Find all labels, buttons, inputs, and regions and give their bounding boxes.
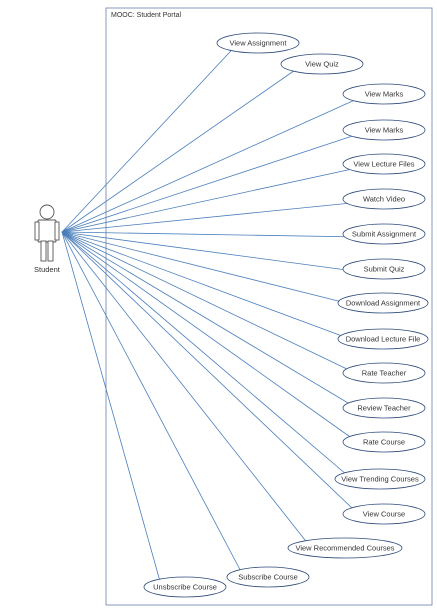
system-boundary [105, 7, 433, 606]
use-case-label: Unsbscribe Course [153, 583, 217, 592]
associations [61, 45, 362, 591]
use-case-ellipse [342, 503, 426, 525]
association-line-unsubscribe-course [61, 231, 163, 591]
use-case-label: View Lecture Files [353, 160, 414, 169]
use-case-view-course[interactable]: View Course [342, 503, 426, 525]
association-line-download-lecture-file [61, 231, 359, 343]
use-case-label: View Assignment [230, 39, 288, 48]
use-case-label: Submit Assignment [352, 230, 417, 239]
use-case-rate-teacher[interactable]: Rate Teacher [342, 362, 426, 384]
association-line-watch-video [61, 201, 362, 233]
association-line-view-quiz [61, 66, 300, 233]
use-case-label: View Recommended Courses [295, 544, 394, 553]
association-line-download-assignment [61, 231, 359, 307]
use-case-view-assignment[interactable]: View Assignment [216, 32, 300, 54]
actor-student[interactable]: Student [34, 204, 61, 274]
use-case-label: View Course [363, 510, 405, 519]
association-line-view-course [61, 231, 362, 518]
use-case-ellipse [334, 468, 426, 490]
use-case-ellipse [342, 83, 426, 105]
use-case-ellipse [342, 431, 426, 453]
use-case-ellipse [342, 153, 426, 175]
use-case-ellipse [287, 537, 403, 559]
use-case-unsubscribe-course[interactable]: Unsbscribe Course [143, 576, 227, 598]
use-case-label: Subscribe Course [238, 573, 298, 582]
use-case-ellipse [226, 566, 310, 588]
association-line-view-lecture-files [61, 166, 362, 233]
use-case-label: Download Assignment [346, 299, 421, 308]
association-line-view-marks-1 [61, 96, 362, 233]
actor-label: Student [34, 265, 61, 274]
use-case-view-marks-1[interactable]: View Marks [342, 83, 426, 105]
use-case-submit-quiz[interactable]: Submit Quiz [342, 258, 426, 280]
use-case-label: Rate Course [363, 438, 405, 447]
use-case-view-recommended-courses[interactable]: View Recommended Courses [287, 537, 403, 559]
use-case-ellipse [143, 576, 227, 598]
association-line-subscribe-course [61, 231, 246, 581]
use-case-review-teacher[interactable]: Review Teacher [342, 397, 426, 419]
association-line-view-recommended-courses [61, 231, 314, 552]
use-case-ellipse [216, 32, 300, 54]
use-case-label: View Trending Courses [341, 475, 419, 484]
association-line-submit-quiz [61, 231, 362, 273]
use-case-view-trending-courses[interactable]: View Trending Courses [334, 468, 426, 490]
association-line-view-marks-2 [61, 132, 362, 233]
use-case-label: Download Lecture File [346, 335, 421, 344]
system-title: MOOC: Student Portal [111, 12, 181, 19]
stick-figure-actor-icon [34, 204, 60, 262]
use-case-view-lecture-files[interactable]: View Lecture Files [342, 153, 426, 175]
use-case-ellipse [337, 292, 429, 314]
use-case-ellipse [280, 53, 364, 75]
use-case-view-marks-2[interactable]: View Marks [342, 119, 426, 141]
use-case-subscribe-course[interactable]: Subscribe Course [226, 566, 310, 588]
use-case-label: Rate Teacher [362, 369, 407, 378]
use-case-rate-course[interactable]: Rate Course [342, 431, 426, 453]
use-case-download-assignment[interactable]: Download Assignment [337, 292, 429, 314]
association-line-rate-teacher [61, 231, 362, 377]
use-case-ellipse [342, 188, 426, 210]
association-line-submit-assignment [61, 231, 362, 238]
use-case-ellipse [342, 397, 426, 419]
use-case-view-quiz[interactable]: View Quiz [280, 53, 364, 75]
use-case-download-lecture-file[interactable]: Download Lecture File [337, 328, 429, 350]
use-case-label: View Marks [365, 126, 404, 135]
use-case-ellipse [337, 328, 429, 350]
use-case-submit-assignment[interactable]: Submit Assignment [342, 223, 426, 245]
use-case-label: View Marks [365, 90, 404, 99]
use-case-label: Watch Video [363, 195, 405, 204]
use-case-label: Review Teacher [357, 404, 411, 413]
use-case-label: View Quiz [305, 60, 339, 69]
association-line-view-assignment [61, 45, 236, 233]
use-case-ellipse [342, 258, 426, 280]
use-case-ellipse [342, 119, 426, 141]
use-case-label: Submit Quiz [364, 265, 405, 274]
use-case-ellipse [342, 223, 426, 245]
association-line-view-trending-courses [61, 231, 356, 483]
association-line-review-teacher [61, 231, 362, 412]
association-line-rate-course [61, 231, 362, 446]
use-case-ellipse [342, 362, 426, 384]
use-case-watch-video[interactable]: Watch Video [342, 188, 426, 210]
